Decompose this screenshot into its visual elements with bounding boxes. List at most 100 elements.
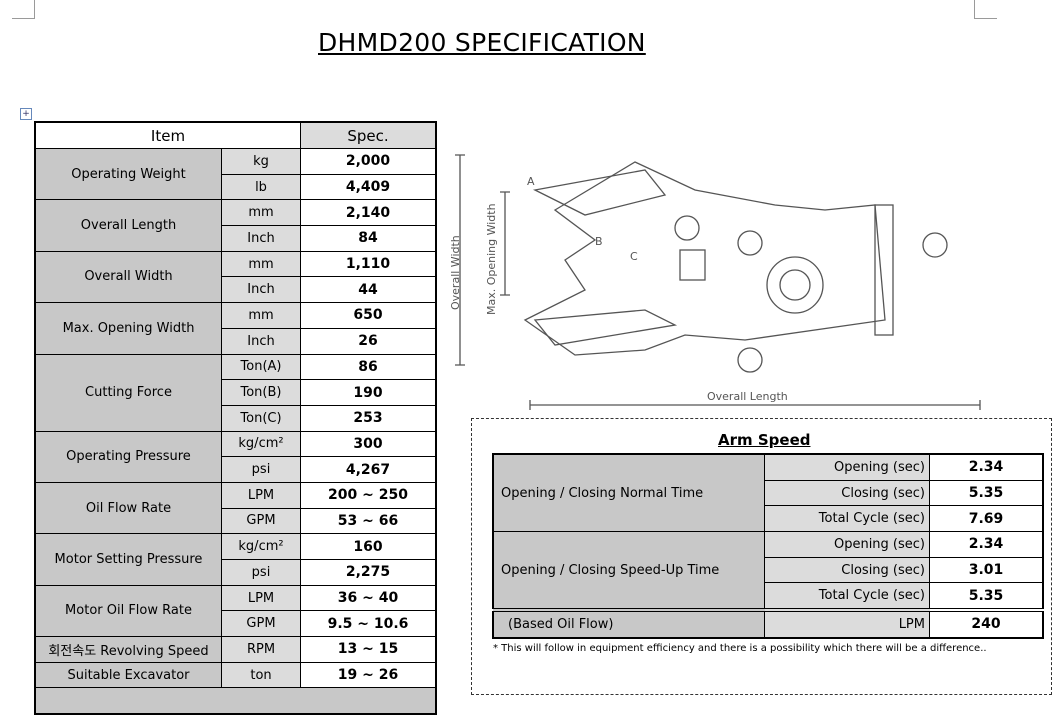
spec-value: 1,110	[300, 250, 437, 278]
spec-item-label: Suitable Excavator	[34, 661, 222, 689]
spec-unit: kg/cm²	[221, 533, 301, 560]
spec-item-label: Cutting Force	[34, 353, 222, 432]
based-oil-flow-value: 240	[929, 608, 1044, 639]
spec-value: 4,267	[300, 456, 437, 483]
spec-unit: Ton(B)	[221, 379, 301, 406]
arm-speed-value: 3.01	[929, 556, 1044, 584]
spec-value: 160	[300, 533, 437, 560]
footer-cell	[34, 687, 437, 715]
lower-jaw	[533, 309, 678, 346]
spec-value: 53 ~ 66	[300, 507, 437, 535]
upper-jaw	[532, 169, 667, 216]
header-item: Item	[34, 121, 301, 149]
arm-speed-sub-label: Closing (sec)	[764, 556, 930, 584]
table-row: Closing (sec)5.35	[493, 479, 1044, 507]
arm-speed-group-label: Opening / Closing Normal Time	[492, 453, 765, 533]
arm-speed-title: Arm Speed	[718, 431, 811, 449]
spec-item-label: Max. Opening Width	[34, 302, 222, 355]
spec-unit: Inch	[221, 225, 301, 252]
spec-unit: kg	[221, 148, 301, 175]
arm-speed-sub-label: Total Cycle (sec)	[764, 582, 930, 611]
page-title: DHMD200 SPECIFICATION	[318, 28, 646, 57]
spec-item-label: Overall Length	[34, 199, 222, 252]
spec-unit: GPM	[221, 610, 301, 638]
max-opening-label: Max. Opening Width	[485, 203, 498, 315]
arm-speed-sub-label: Opening (sec)	[764, 453, 930, 481]
spec-value: 9.5 ~ 10.6	[300, 610, 437, 638]
arm-speed-value: 5.35	[929, 582, 1044, 611]
spec-unit: Inch	[221, 327, 301, 355]
arm-speed-value: 2.34	[929, 453, 1044, 481]
table-row: Ton(B)190	[35, 379, 437, 406]
label-c: C	[630, 250, 638, 263]
spec-unit: Ton(C)	[221, 404, 301, 432]
spec-value: 44	[300, 276, 437, 304]
spec-item-label: Oil Flow Rate	[34, 481, 222, 535]
label-b: B	[595, 235, 603, 248]
spec-unit: mm	[221, 250, 301, 278]
spec-value: 2,000	[300, 148, 437, 175]
overall-width-label: Overall Width	[449, 235, 462, 310]
spec-unit: RPM	[221, 636, 301, 663]
spec-value: 200 ~ 250	[300, 481, 437, 509]
based-oil-flow-unit: LPM	[764, 608, 930, 639]
page-corner-mark	[12, 0, 35, 19]
spec-unit: kg/cm²	[221, 430, 301, 458]
spec-value: 253	[300, 404, 437, 432]
spec-unit: lb	[221, 173, 301, 201]
spec-value: 4,409	[300, 173, 437, 201]
spec-unit: LPM	[221, 584, 301, 612]
arm-speed-note: * This will follow in equipment efficien…	[493, 643, 987, 654]
spec-unit: Inch	[221, 276, 301, 304]
mount-plate	[874, 204, 894, 336]
spec-value: 300	[300, 430, 437, 458]
table-row: Total Cycle (sec)5.35	[493, 582, 1044, 611]
arm-speed-value: 7.69	[929, 505, 1044, 533]
rotation-ring	[766, 256, 824, 314]
spec-value: 19 ~ 26	[300, 661, 437, 689]
arm-speed-sub-label: Closing (sec)	[764, 479, 930, 507]
spec-value: 26	[300, 327, 437, 355]
page-corner-mark	[974, 0, 997, 19]
spec-item-label: Overall Width	[34, 250, 222, 304]
spec-value: 84	[300, 225, 437, 252]
spec-value: 36 ~ 40	[300, 584, 437, 612]
attachment-diagram: A B C Overall Width Max. Opening Width O…	[449, 154, 981, 410]
spec-unit: ton	[221, 661, 301, 689]
spec-value: 650	[300, 302, 437, 329]
arm-speed-value: 5.35	[929, 479, 1044, 507]
table-move-handle-icon[interactable]: +	[20, 108, 32, 120]
spec-unit: LPM	[221, 481, 301, 509]
spec-unit: psi	[221, 559, 301, 586]
spec-value: 86	[300, 353, 437, 381]
spec-item-label: Operating Weight	[34, 147, 222, 201]
spec-value: 2,275	[300, 559, 437, 586]
spec-item-label: Motor Oil Flow Rate	[34, 584, 222, 638]
spec-item-label: Operating Pressure	[34, 430, 222, 483]
spec-item-label: 회전속도 Revolving Speed	[34, 636, 222, 663]
table-row: Total Cycle (sec)7.69	[493, 505, 1044, 533]
label-a: A	[527, 175, 535, 188]
based-oil-flow-label: (Based Oil Flow)	[492, 608, 765, 639]
spec-value: 190	[300, 379, 437, 406]
